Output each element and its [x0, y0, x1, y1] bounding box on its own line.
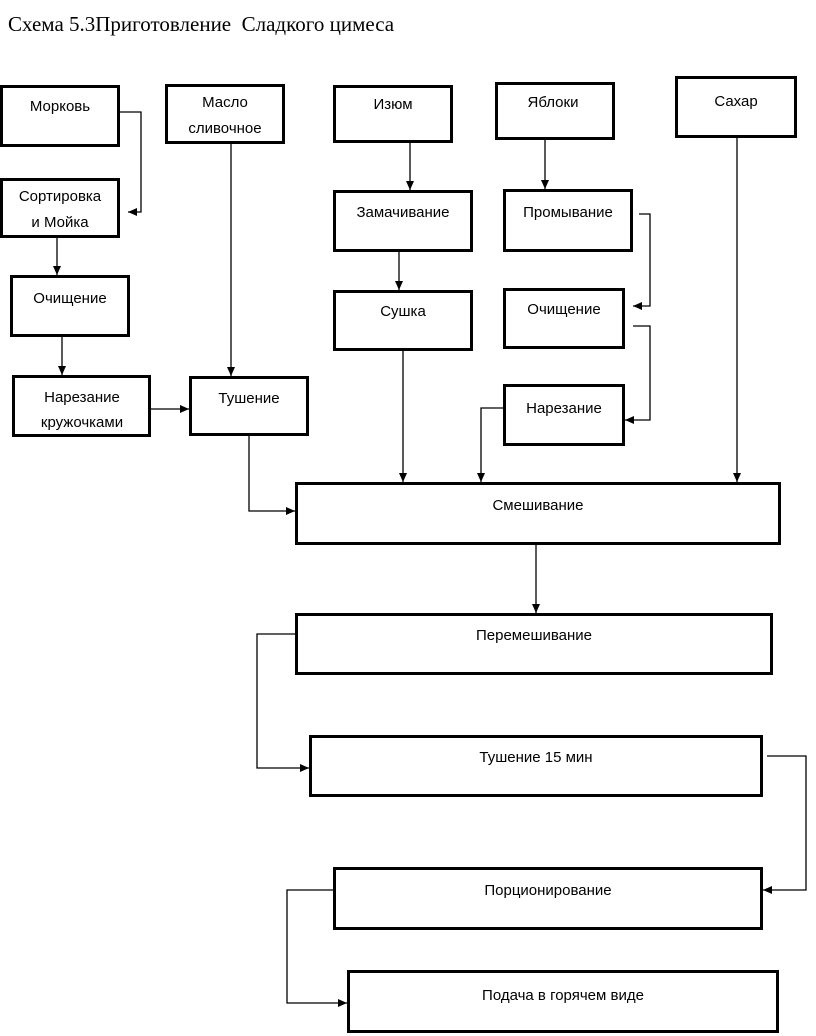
- box-mix: Смешивание: [295, 482, 781, 545]
- box-frame: [495, 82, 615, 140]
- box-butter: Масло сливочное: [165, 84, 285, 144]
- box-label: Нарезание: [44, 389, 120, 406]
- arrow-rinse-to-apple-peel: [633, 213, 651, 310]
- box-label: Порционирование: [484, 882, 611, 899]
- arrow-portion-to-serve: [286, 889, 347, 1007]
- box-serve: Подача в горячем виде: [347, 970, 779, 1033]
- box-label: кружочками: [41, 414, 123, 431]
- box-label: Сортировка: [19, 188, 102, 205]
- box-raisins: Изюм: [333, 85, 453, 143]
- box-dry: Сушка: [333, 290, 473, 351]
- process-boxes: Морковь Масло сливочное Изюм Яблоки СахарСорт…: [0, 76, 797, 1033]
- box-frame: [295, 613, 773, 675]
- box-apple-cut: Нарезание: [503, 384, 625, 446]
- box-label: Промывание: [523, 204, 613, 221]
- box-frame: [503, 288, 625, 349]
- box-frame: [333, 190, 473, 252]
- box-sort-wash: Сортировка и Мойка: [0, 178, 120, 238]
- box-label: Перемешивание: [476, 627, 592, 644]
- diagram-title: Схема 5.3Приготовление Сладкого цимеса: [8, 12, 395, 36]
- box-label: Подача в горячем виде: [482, 987, 644, 1004]
- box-portion: Порционирование: [333, 867, 763, 930]
- box-label: Морковь: [30, 98, 90, 115]
- box-frame: [12, 375, 151, 437]
- box-label: Очищение: [527, 301, 600, 318]
- box-frame: [0, 178, 120, 238]
- box-soak: Замачивание: [333, 190, 473, 252]
- box-stir: Перемешивание: [295, 613, 773, 675]
- box-stew: Тушение: [189, 376, 309, 436]
- box-frame: [347, 970, 779, 1033]
- box-label: Тушение: [218, 390, 279, 407]
- arrow-carrot-to-sort-wash: [120, 111, 142, 216]
- box-apple-peel: Очищение: [503, 288, 625, 349]
- arrow-apple-cut-to-mix: [477, 407, 503, 482]
- box-carrot-peel: Очищение: [10, 275, 130, 337]
- box-label: Яблоки: [528, 94, 579, 111]
- box-frame: [503, 189, 633, 252]
- box-frame: [189, 376, 309, 436]
- box-frame: [0, 85, 120, 147]
- connectors: [53, 111, 807, 1007]
- box-frame: [165, 84, 285, 144]
- box-frame: [10, 275, 130, 337]
- box-label: и Мойка: [31, 214, 89, 231]
- arrow-stew-to-mix: [248, 436, 295, 515]
- box-label: Очищение: [33, 290, 106, 307]
- box-label: Масло: [202, 94, 248, 111]
- box-sugar: Сахар: [675, 76, 797, 138]
- box-frame: [333, 290, 473, 351]
- box-stew15: Тушение 15 мин: [309, 735, 763, 797]
- arrow-stir-to-stew15: [256, 633, 309, 772]
- box-label: Изюм: [373, 96, 412, 113]
- box-frame: [333, 867, 763, 930]
- box-label: Сушка: [380, 303, 426, 320]
- box-frame: [675, 76, 797, 138]
- box-label: Тушение 15 мин: [479, 749, 592, 766]
- box-carrot-slice: Нарезание кружочками: [12, 375, 151, 437]
- box-label: Нарезание: [526, 400, 602, 417]
- arrow-stew15-to-portion: [763, 755, 807, 894]
- box-label: Сахар: [714, 93, 757, 110]
- box-rinse: Промывание: [503, 189, 633, 252]
- arrow-apple-peel-to-apple-cut: [625, 325, 651, 424]
- box-label: Замачивание: [356, 204, 449, 221]
- box-frame: [309, 735, 763, 797]
- box-frame: [333, 85, 453, 143]
- box-apples: Яблоки: [495, 82, 615, 140]
- box-label: сливочное: [188, 120, 261, 137]
- box-frame: [503, 384, 625, 446]
- box-frame: [295, 482, 781, 545]
- box-carrot: Морковь: [0, 85, 120, 147]
- box-label: Смешивание: [492, 497, 583, 514]
